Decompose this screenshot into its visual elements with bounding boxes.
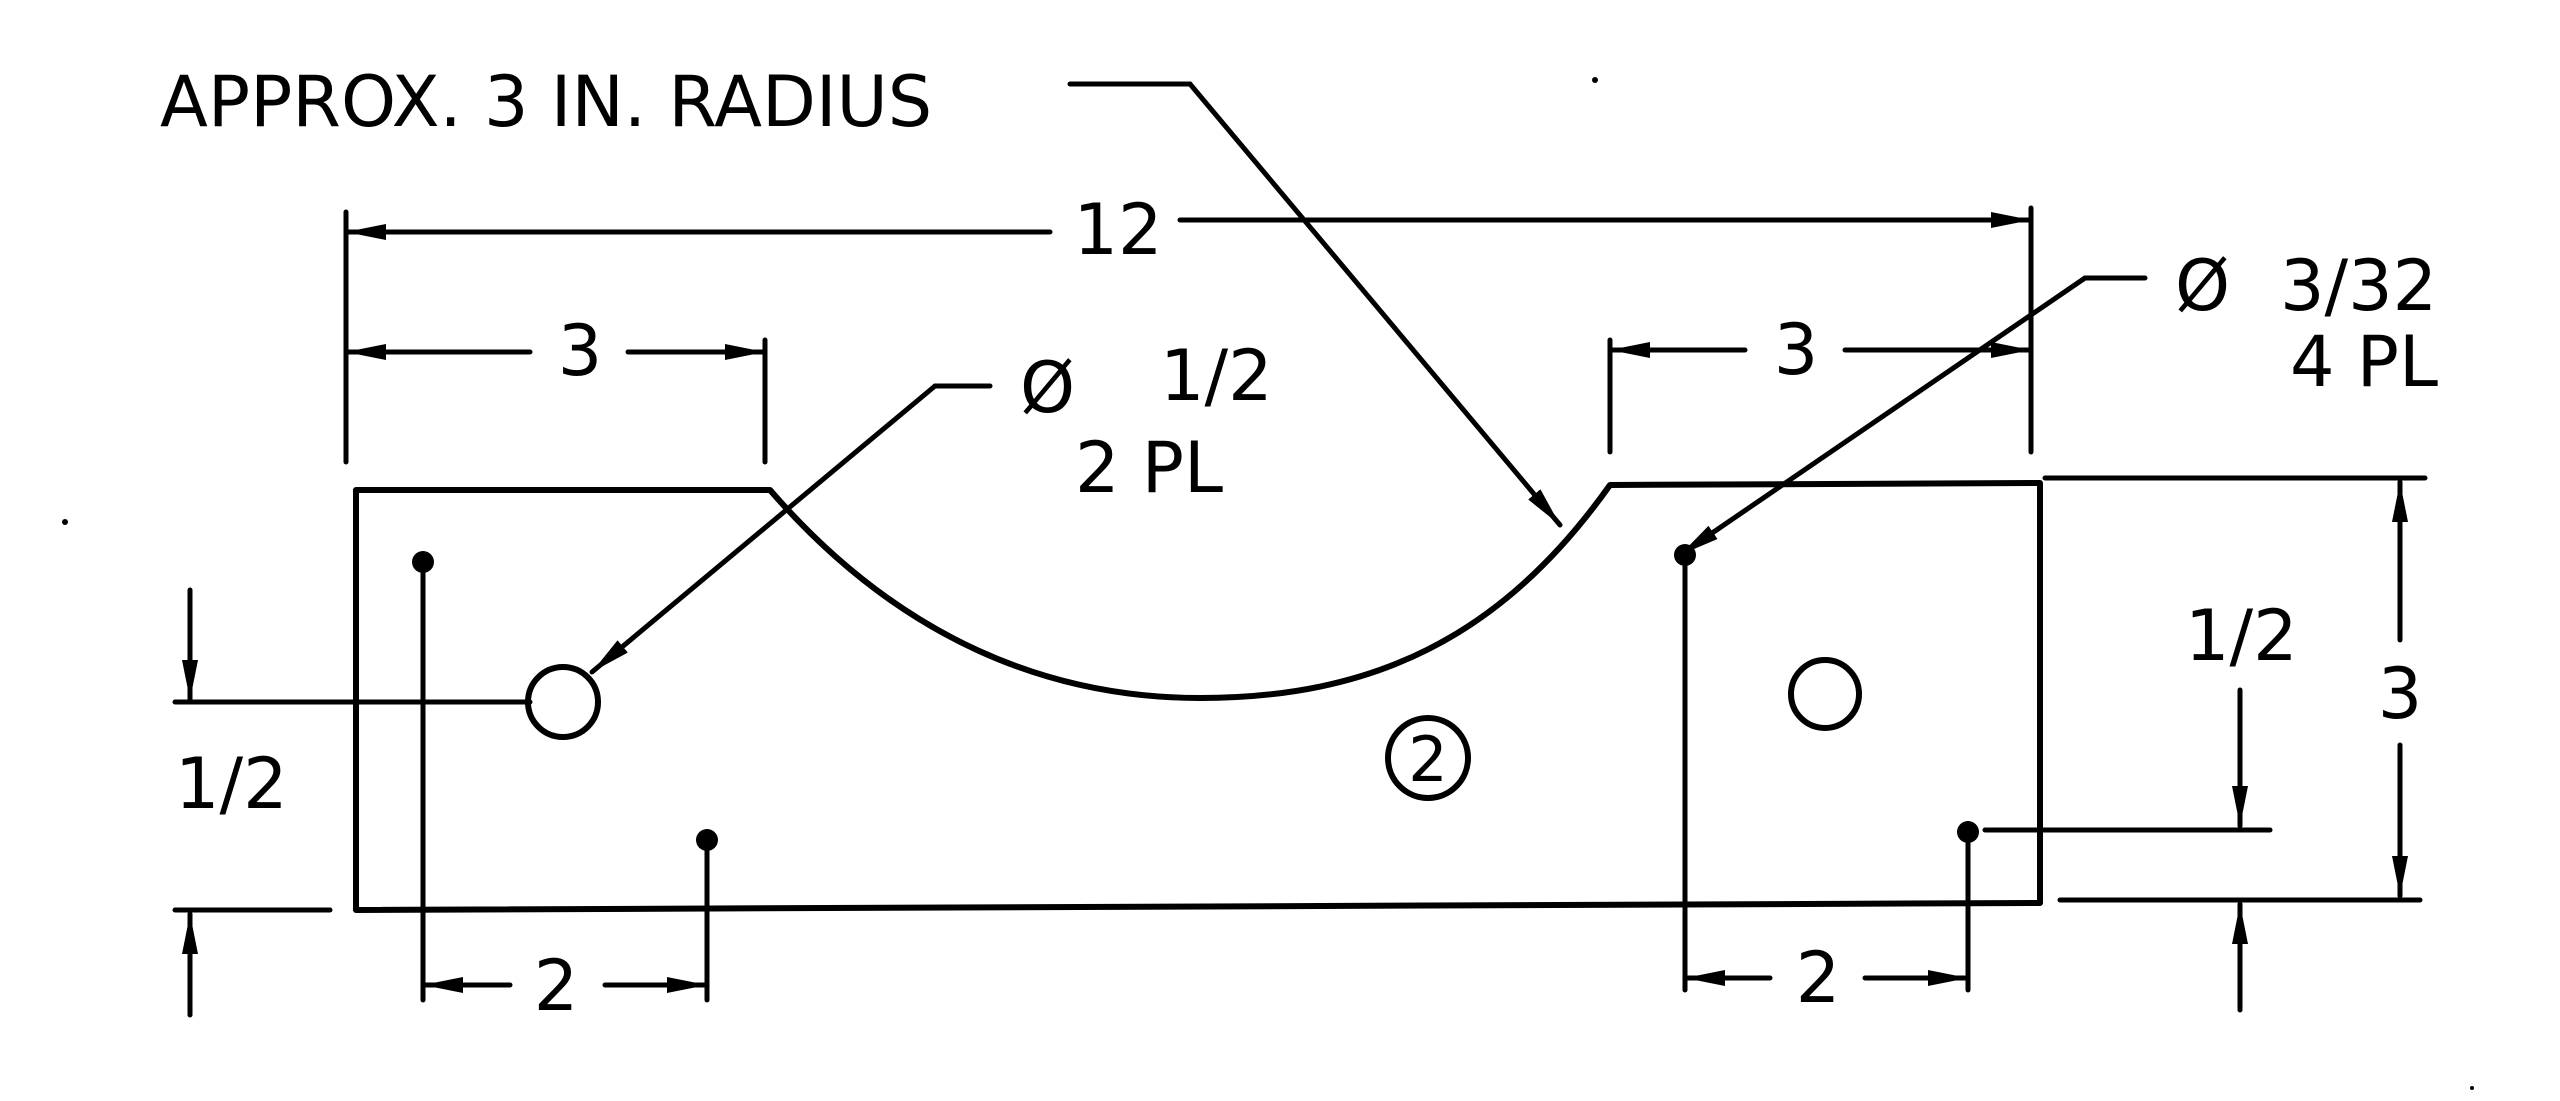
dimension-label-12: 12 [1073, 189, 1162, 271]
dimension-label-left-2: 2 [534, 945, 579, 1027]
dimension-label-left-3: 3 [558, 310, 603, 392]
dimension-label-left-half: 1/2 [175, 743, 288, 825]
dimension-label-height: 3 [2378, 653, 2423, 735]
small-hole-count: 4 PL [2290, 321, 2438, 403]
speck-3 [2470, 1086, 2474, 1090]
dimension-label-right-half: 1/2 [2185, 595, 2298, 677]
small-hole-leader-diagonal [1677, 275, 2088, 558]
radius-note: APPROX. 3 IN. RADIUS [160, 61, 932, 143]
large-hole-right [1788, 657, 1862, 731]
part-number-balloon [1385, 715, 1471, 801]
large-hole-size: 1/2 [1160, 335, 1273, 417]
dimension-label-right-2: 2 [1796, 937, 1841, 1019]
part-outline [353, 480, 2043, 913]
small-hole-size: 3/32 [2280, 245, 2437, 327]
large-hole-diameter-symbol: Ø [1020, 347, 1075, 429]
speck-1 [1592, 77, 1598, 83]
radius-leader-diagonal [1187, 81, 1563, 528]
large-hole-count: 2 PL [1075, 427, 1223, 509]
large-hole-leader-diagonal [589, 383, 938, 675]
part-number-label: 2 [1408, 723, 1447, 796]
dimension-label-right-3: 3 [1774, 309, 1819, 391]
small-hole-diameter-symbol: Ø [2175, 245, 2230, 327]
speck-2 [62, 519, 68, 525]
large-hole-left [525, 664, 601, 740]
